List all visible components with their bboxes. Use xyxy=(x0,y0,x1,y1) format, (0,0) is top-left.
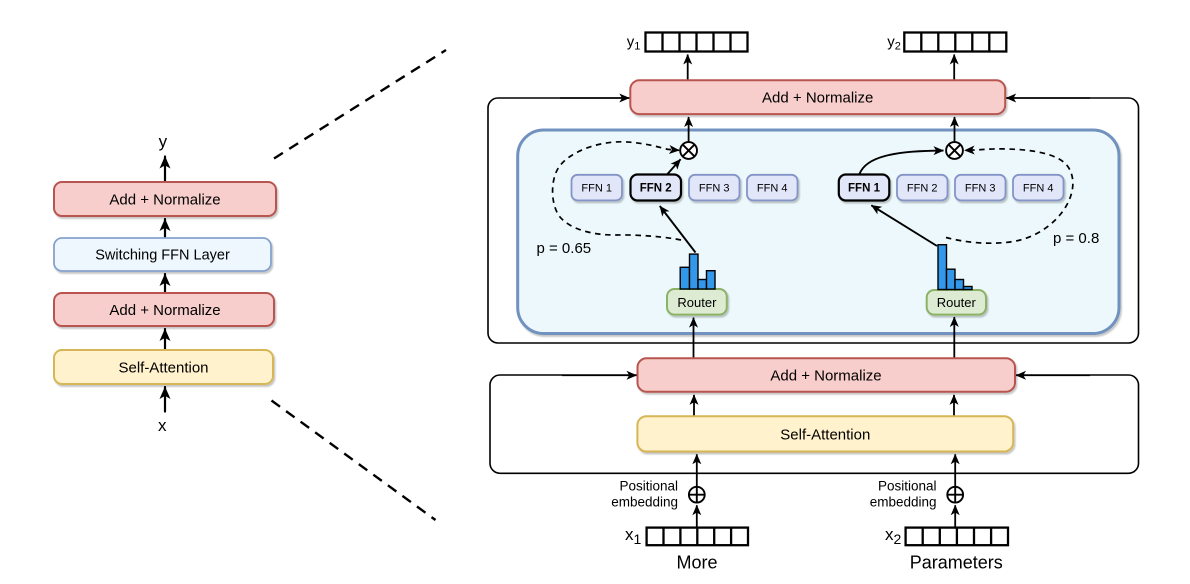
svg-text:Router: Router xyxy=(677,295,717,310)
svg-text:Add + Normalize: Add + Normalize xyxy=(770,367,881,384)
svg-text:y1: y1 xyxy=(627,34,641,53)
svg-text:FFN 1: FFN 1 xyxy=(581,183,612,195)
svg-text:Router: Router xyxy=(937,295,977,310)
svg-text:FFN 1: FFN 1 xyxy=(848,183,881,195)
svg-text:y2: y2 xyxy=(887,34,901,53)
svg-text:Add + Normalize: Add + Normalize xyxy=(109,191,220,208)
svg-text:x2: x2 xyxy=(885,525,902,547)
svg-text:y: y xyxy=(159,132,168,151)
svg-text:x: x xyxy=(158,416,167,435)
svg-text:FFN 4: FFN 4 xyxy=(1023,183,1054,195)
svg-text:embedding: embedding xyxy=(870,495,937,510)
svg-text:More: More xyxy=(676,553,717,573)
svg-text:FFN 3: FFN 3 xyxy=(965,183,996,195)
svg-text:FFN 4: FFN 4 xyxy=(757,183,788,195)
svg-text:Parameters: Parameters xyxy=(910,553,1003,573)
svg-text:x1: x1 xyxy=(625,525,642,547)
svg-text:embedding: embedding xyxy=(611,495,678,510)
svg-text:p = 0.8: p = 0.8 xyxy=(1053,230,1099,247)
svg-text:Add + Normalize: Add + Normalize xyxy=(762,90,873,107)
svg-text:Self-Attention: Self-Attention xyxy=(780,426,870,443)
svg-text:Add + Normalize: Add + Normalize xyxy=(109,302,220,319)
svg-text:FFN 2: FFN 2 xyxy=(907,183,938,195)
svg-text:p = 0.65: p = 0.65 xyxy=(537,240,592,257)
svg-text:Self-Attention: Self-Attention xyxy=(118,359,208,376)
svg-text:Switching FFN Layer: Switching FFN Layer xyxy=(95,248,230,264)
svg-text:Positional: Positional xyxy=(878,479,937,494)
svg-text:FFN 3: FFN 3 xyxy=(699,183,730,195)
svg-text:Positional: Positional xyxy=(619,479,678,494)
svg-text:FFN 2: FFN 2 xyxy=(640,183,672,195)
